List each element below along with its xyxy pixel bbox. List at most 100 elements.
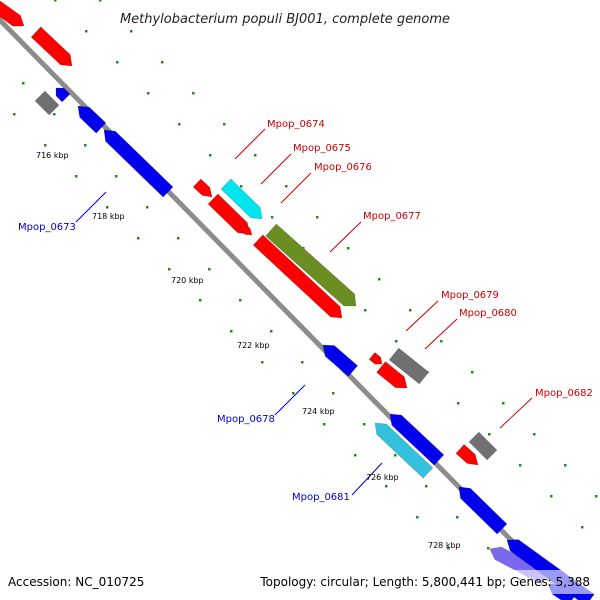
scale-tick-label: 728 kbp xyxy=(428,541,461,550)
gene-label-mpop-0678[interactable]: Mpop_0678 xyxy=(217,414,275,425)
track-dot xyxy=(208,268,211,271)
track-dot xyxy=(564,464,567,467)
gene-arrow-forward xyxy=(0,0,25,27)
track-dot xyxy=(106,206,109,209)
footer-background xyxy=(0,570,600,594)
label-leader-line xyxy=(405,300,439,332)
track-dot xyxy=(22,82,25,85)
track-dot xyxy=(533,433,536,436)
gene-arrow-reverse xyxy=(77,105,107,134)
gene-label-mpop-0674[interactable]: Mpop_0674 xyxy=(267,119,325,130)
scale-tick-label: 724 kbp xyxy=(302,407,335,416)
track-dot xyxy=(301,361,304,364)
gene-label-mpop-0676[interactable]: Mpop_0676 xyxy=(314,162,372,173)
gene-arrow-forward xyxy=(376,361,408,389)
track-dot xyxy=(364,309,367,312)
track-dot xyxy=(271,216,274,219)
label-leader-line xyxy=(260,153,292,185)
track-dot xyxy=(457,402,460,405)
label-leader-line xyxy=(329,221,362,253)
track-dot xyxy=(519,464,522,467)
track-dot xyxy=(409,309,412,312)
label-leader-line xyxy=(499,397,533,429)
track-dot xyxy=(385,485,388,488)
gene-pseudo xyxy=(468,431,498,461)
track-dot xyxy=(378,278,381,281)
track-dot xyxy=(13,113,16,116)
track-dot xyxy=(416,516,419,519)
track-dot xyxy=(44,144,47,147)
track-dot xyxy=(209,154,212,157)
track-dot xyxy=(487,547,490,550)
topology-text: Topology: circular; Length: 5,800,441 bp… xyxy=(259,575,590,589)
gene-label-mpop-0682[interactable]: Mpop_0682 xyxy=(535,388,593,399)
accession-text: Accession: NC_010725 xyxy=(8,575,144,589)
scale-tick-label: 726 kbp xyxy=(366,473,399,482)
gene-labels: Mpop_0673 Mpop_0674Mpop_0675Mpop_0676Mpop… xyxy=(18,119,593,503)
gene-label-mpop-0680[interactable]: Mpop_0680 xyxy=(459,308,517,319)
gene-label-mpop-0673[interactable]: Mpop_0673 xyxy=(18,222,76,233)
label-leader-line xyxy=(234,128,266,160)
gene-pseudo xyxy=(34,90,60,116)
track-dot xyxy=(363,423,366,426)
gene-label-mpop-0681[interactable]: Mpop_0681 xyxy=(292,492,350,503)
track-dot xyxy=(54,0,57,2)
track-dot xyxy=(239,299,242,302)
track-dot xyxy=(53,113,56,116)
track-dot xyxy=(85,30,88,33)
track-dot xyxy=(354,454,357,457)
track-dot xyxy=(581,526,584,529)
track-dot xyxy=(323,423,326,426)
track-dot xyxy=(270,330,273,333)
gene-other xyxy=(265,223,357,307)
track-dot xyxy=(75,175,78,178)
track-dot xyxy=(84,144,87,147)
track-dot xyxy=(130,30,133,33)
gene-arrow-forward xyxy=(30,26,73,67)
scale-tick-label: 722 kbp xyxy=(237,341,270,350)
scale-tick-label: 718 kbp xyxy=(92,212,125,221)
track-dot xyxy=(254,154,257,157)
track-dot xyxy=(456,516,459,519)
track-dot xyxy=(550,495,553,498)
track-dot xyxy=(230,330,233,333)
track-dot xyxy=(316,216,319,219)
track-dot xyxy=(502,402,505,405)
label-leader-line xyxy=(351,462,383,496)
track-dot xyxy=(99,0,102,2)
track-dot xyxy=(347,247,350,250)
gene-arrow-reverse xyxy=(458,486,508,535)
track-dot xyxy=(595,495,598,498)
track-dot xyxy=(440,340,443,343)
track-dot xyxy=(137,237,140,240)
label-leader-line xyxy=(424,318,458,350)
track-dot xyxy=(488,433,491,436)
track-dot xyxy=(471,371,474,374)
track-dot xyxy=(292,392,295,395)
track-dot xyxy=(199,299,202,302)
track-dot xyxy=(285,185,288,188)
gene-arrow-forward xyxy=(192,178,213,198)
gene-label-mpop-0677[interactable]: Mpop_0677 xyxy=(363,211,421,222)
genome-title: Methylobacterium populi BJ001, complete … xyxy=(120,12,450,27)
track-dot xyxy=(146,206,149,209)
gene-label-mpop-0675[interactable]: Mpop_0675 xyxy=(293,143,351,154)
track-dot xyxy=(178,123,181,126)
label-leader-line xyxy=(280,172,312,204)
track-dot xyxy=(168,268,171,271)
track-dot xyxy=(223,123,226,126)
gene-arrow-reverse xyxy=(322,344,359,377)
track-dot xyxy=(332,392,335,395)
track-dot xyxy=(192,92,195,95)
scale-tick-label: 720 kbp xyxy=(171,276,204,285)
gene-arrow-forward xyxy=(238,222,253,236)
gene-label-mpop-0679[interactable]: Mpop_0679 xyxy=(441,290,499,301)
track-dot xyxy=(447,547,450,550)
gene-rna xyxy=(220,178,263,220)
track-dot xyxy=(177,237,180,240)
track-dot xyxy=(394,454,397,457)
track-dot xyxy=(161,61,164,64)
